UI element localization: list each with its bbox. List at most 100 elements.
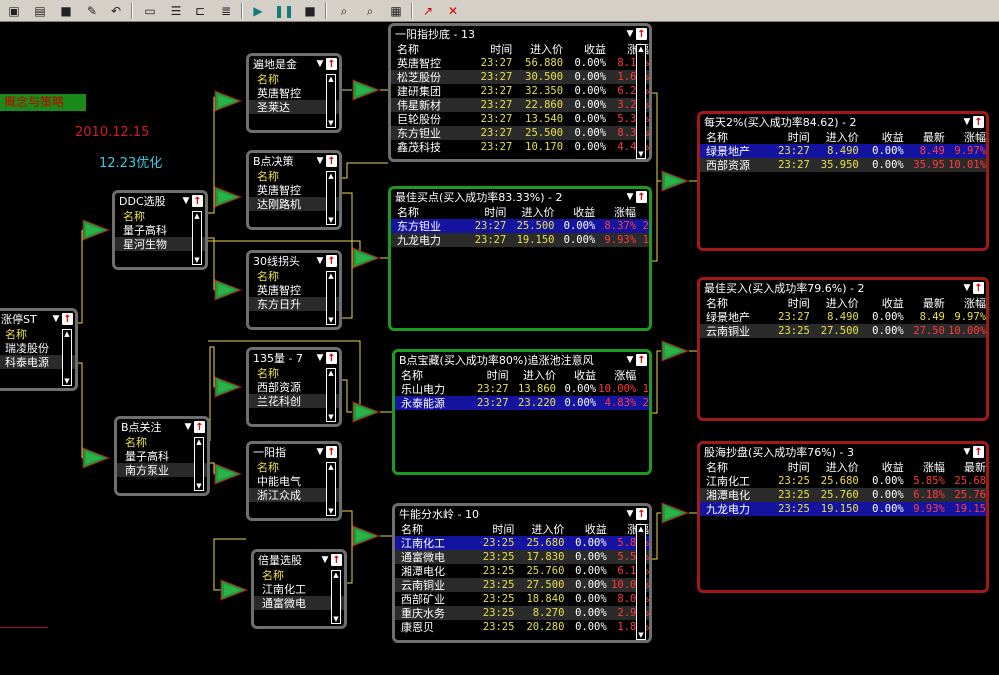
column-header[interactable]: 进入价 [825,131,859,144]
up-arrow-icon[interactable]: ↑ [636,191,647,203]
scrollbar[interactable]: ▲▼ [194,437,204,491]
flow-arrow-icon[interactable] [220,579,248,601]
scroll-up-icon[interactable]: ▲ [333,571,339,579]
flow-arrow-icon[interactable] [352,401,380,423]
flow-arrow-icon[interactable] [82,447,110,469]
scroll-up-icon[interactable]: ▲ [328,75,334,83]
flow-arrow-icon[interactable] [352,247,380,269]
column-header[interactable]: 收益 [584,43,607,56]
dropdown-arrow-icon[interactable]: ▼ [963,447,971,457]
flow-arrow-icon[interactable] [214,376,242,398]
panel-header[interactable]: B点决策▼↑ [249,153,339,169]
flow-arrow-icon[interactable] [661,502,689,524]
scrollbar[interactable]: ▲▼ [62,329,72,386]
flow-arrow-icon[interactable] [214,463,242,485]
column-header[interactable]: 收益 [881,297,904,310]
scrollbar[interactable]: ▲▼ [326,74,336,128]
column-header[interactable]: 收益 [573,206,596,219]
pause-icon[interactable]: ❚❚ [273,4,295,18]
scroll-down-icon[interactable]: ▼ [328,413,334,421]
up-arrow-icon[interactable]: ↑ [636,508,647,520]
dropdown-arrow-icon[interactable]: ▼ [316,59,324,69]
layout-align-icon[interactable]: ⊏ [194,4,206,18]
dropdown-arrow-icon[interactable]: ▼ [316,447,324,457]
stock-item[interactable]: 科泰电源 [0,355,75,369]
column-header[interactable]: 时间 [787,131,810,144]
dropdown-arrow-icon[interactable]: ▼ [316,156,324,166]
layout-rect-icon[interactable]: ▭ [144,4,156,18]
layout-tree-icon[interactable]: ☰ [170,4,182,18]
dropdown-arrow-icon[interactable]: ▼ [626,29,634,39]
dropdown-arrow-icon[interactable]: ▼ [626,355,634,365]
flow-arrow-icon[interactable] [352,79,380,101]
column-header[interactable]: 时间 [492,523,515,536]
column-header[interactable]: 名称 [706,297,728,310]
panel-header[interactable]: B点关注▼↑ [117,419,207,435]
up-arrow-icon[interactable]: ↑ [973,446,984,458]
column-header[interactable]: 收益 [574,369,597,382]
new-folder-icon[interactable]: ▣ [8,4,20,18]
column-header[interactable]: 名称 [397,43,419,56]
flow-arrow-icon[interactable] [82,219,110,241]
dropdown-arrow-icon[interactable]: ▼ [626,192,634,202]
column-header[interactable]: 涨幅 [964,131,986,144]
flow-arrow-icon[interactable] [214,186,242,208]
scroll-up-icon[interactable]: ▲ [64,330,70,338]
strategy-node-liang135[interactable]: 135量 - 7▼↑名称西部资源兰花科创▲▼ [246,347,342,427]
dropdown-arrow-icon[interactable]: ▼ [963,283,971,293]
scroll-down-icon[interactable]: ▼ [328,216,334,224]
dropdown-arrow-icon[interactable]: ▼ [626,509,634,519]
up-arrow-icon[interactable]: ↑ [331,554,342,566]
panel-header[interactable]: 遍地是金▼↑ [249,56,339,72]
dropdown-arrow-icon[interactable]: ▼ [182,196,190,206]
scroll-down-icon[interactable]: ▼ [64,377,70,385]
stock-item[interactable]: 英唐智控 [257,87,301,100]
search-icon[interactable]: ⌕ [340,4,348,18]
scroll-up-icon[interactable]: ▲ [638,525,644,533]
column-header[interactable]: 时间 [787,297,810,310]
up-arrow-icon[interactable]: ↑ [326,255,337,267]
column-header[interactable]: 名称 [706,131,728,144]
strategy-node-bguanzhu[interactable]: B点关注▼↑名称量子高科南方泵业▲▼ [114,416,210,496]
panel-header[interactable]: 一阳指▼↑ [249,444,339,460]
dropdown-arrow-icon[interactable]: ▼ [316,256,324,266]
column-header[interactable]: 名称 [397,206,419,219]
panel-header[interactable]: 牛能分水岭 - 10▼↑ [395,506,649,522]
column-header[interactable]: 收益 [881,461,904,474]
scrollbar[interactable]: ▲▼ [326,271,336,325]
column-header[interactable]: 时间 [490,43,513,56]
flow-arrow-icon[interactable] [661,170,689,192]
column-header[interactable]: 进入价 [521,206,555,219]
up-arrow-icon[interactable]: ↑ [326,352,337,364]
up-arrow-icon[interactable]: ↑ [636,354,647,366]
stock-item[interactable]: 通富微电 [254,596,344,610]
panel-header[interactable]: 最佳买入(买入成功率79.6%) - 2▼↑ [700,280,986,296]
strategy-node-beiliang[interactable]: 倍量选股▼↑名称江南化工通富微电▲▼ [251,549,347,629]
scrollbar[interactable]: ▲▼ [326,368,336,422]
scroll-down-icon[interactable]: ▼ [194,256,200,264]
dropdown-arrow-icon[interactable]: ▼ [184,422,192,432]
scroll-down-icon[interactable]: ▼ [196,482,202,490]
panel-header[interactable]: 倍量选股▼↑ [254,552,344,568]
dropdown-arrow-icon[interactable]: ▼ [963,117,971,127]
result-panel-yiyang[interactable]: 一阳指抄底 - 13▼↑名称时间进入价收益涨幅英唐智控23:2756.8800.… [388,23,652,162]
stock-item[interactable]: 星河生物 [115,237,205,251]
